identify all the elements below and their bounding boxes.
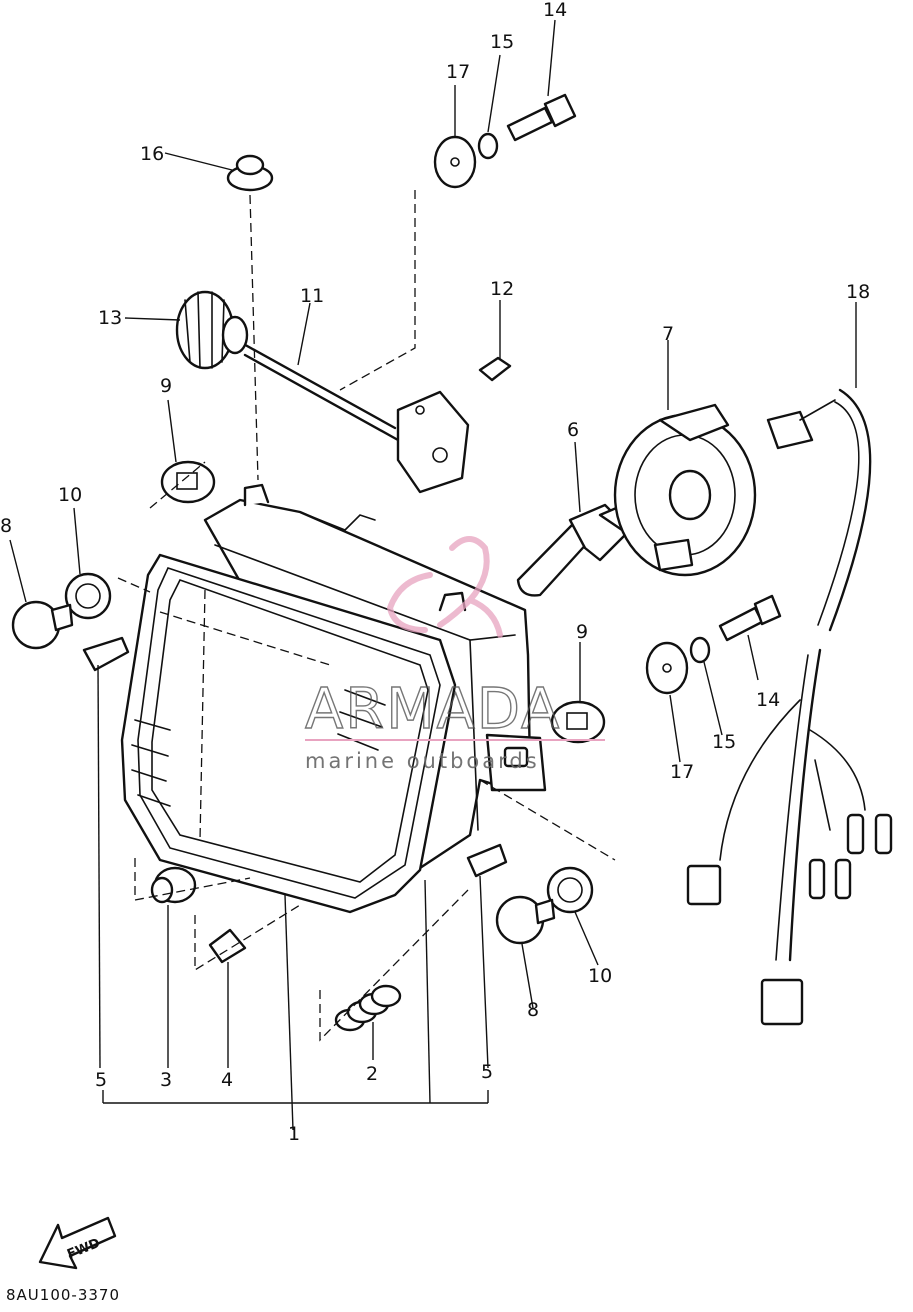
washer: [433, 135, 477, 189]
callout-2: 2: [366, 1063, 378, 1085]
lock-washer: [477, 132, 499, 160]
callout-15: 15: [712, 731, 736, 753]
wire-harness: [686, 388, 893, 1026]
callout-9: 9: [576, 621, 588, 643]
callout-9: 9: [160, 375, 172, 397]
callout-14: 14: [756, 689, 780, 711]
flange-bolt: [11, 600, 74, 650]
callout-17: 17: [446, 61, 470, 83]
bulb-socket-cover: [613, 403, 757, 577]
beam-adjuster: [238, 340, 470, 494]
collar: [64, 572, 112, 620]
cap: [208, 928, 247, 964]
square-grommet: [550, 700, 606, 744]
callout-15: 15: [490, 31, 514, 53]
callout-8: 8: [527, 999, 539, 1021]
callout-4: 4: [221, 1069, 233, 1091]
clip: [466, 843, 508, 878]
assembly-lines: [117, 190, 616, 1042]
callout-5: 5: [481, 1061, 493, 1083]
nut: [150, 866, 197, 904]
callout-6: 6: [567, 419, 579, 441]
callout-3: 3: [160, 1069, 172, 1091]
callout-1: 1: [288, 1123, 300, 1145]
brand-logo: [386, 536, 503, 638]
collar: [546, 866, 594, 914]
bolt: [718, 594, 782, 642]
callout-12: 12: [490, 278, 514, 300]
spring: [334, 984, 402, 1032]
screw: [478, 356, 512, 382]
clip: [82, 636, 130, 672]
square-grommet: [160, 460, 216, 504]
headlight-housing: [120, 483, 547, 914]
leader-lines: [9, 19, 857, 1131]
diagram-code: 8AU100-3370: [6, 1286, 120, 1304]
grommet: [226, 154, 274, 192]
callout-13: 13: [98, 307, 122, 329]
callout-16: 16: [140, 143, 164, 165]
lock-washer: [689, 636, 711, 664]
washer: [645, 641, 689, 695]
callout-8: 8: [0, 515, 12, 537]
watermark: ARMADA marine outboards: [304, 536, 605, 773]
callout-18: 18: [846, 281, 870, 303]
callout-5: 5: [95, 1069, 107, 1091]
callout-17: 17: [670, 761, 694, 783]
callout-11: 11: [300, 285, 324, 307]
flange-bolt: [495, 895, 556, 945]
callout-10: 10: [588, 965, 612, 987]
adjuster-knob: [175, 290, 249, 370]
bolt: [506, 93, 577, 142]
watermark-tagline: marine outboards: [305, 749, 540, 773]
watermark-brand: ARMADA: [305, 677, 561, 742]
callout-10: 10: [58, 484, 82, 506]
callout-14: 14: [543, 0, 567, 21]
fwd-arrow: FWD: [38, 1216, 117, 1270]
callout-7: 7: [662, 323, 674, 345]
